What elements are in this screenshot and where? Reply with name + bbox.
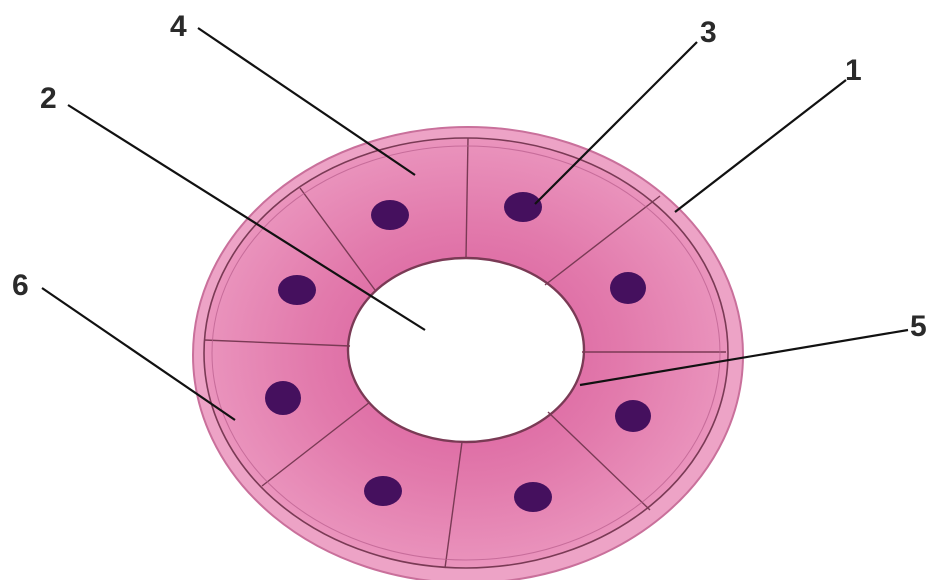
- nucleus: [371, 200, 409, 230]
- lumen: [348, 258, 584, 442]
- nucleus: [615, 400, 651, 432]
- nucleus: [514, 482, 552, 512]
- callout-5: 5: [910, 310, 927, 343]
- nucleus: [265, 381, 301, 415]
- nucleus: [610, 272, 646, 304]
- nucleus: [504, 192, 542, 222]
- callout-3: 3: [700, 16, 717, 49]
- callout-4: 4: [170, 10, 187, 43]
- callout-6: 6: [12, 269, 29, 302]
- callout-1: 1: [845, 54, 862, 87]
- nucleus: [364, 476, 402, 506]
- leader-line-4: [198, 28, 415, 175]
- nucleus: [278, 275, 316, 305]
- leader-line-1: [675, 80, 846, 212]
- callout-2: 2: [40, 82, 57, 115]
